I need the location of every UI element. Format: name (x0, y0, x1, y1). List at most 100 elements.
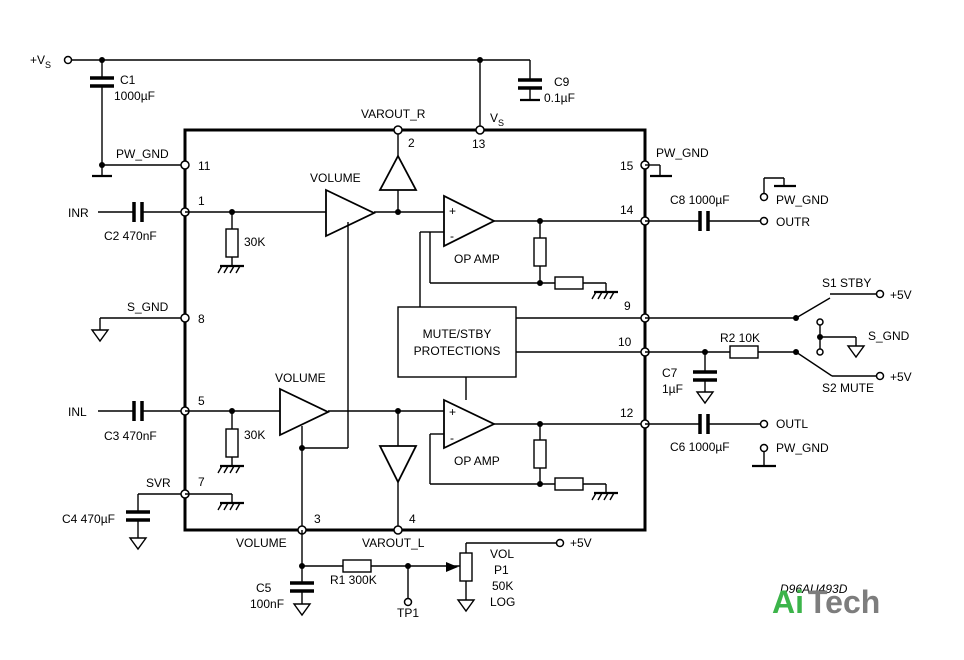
plus5v-pot-label: +5V (570, 536, 592, 550)
feedback-resistor-bottom (533, 439, 547, 469)
tp1-terminal (403, 597, 413, 607)
s1-label: S1 STBY (822, 276, 871, 290)
varout-l-label: VAROUT_L (362, 536, 425, 550)
pin-2-number: 2 (408, 136, 415, 150)
pin-1-number: 1 (198, 194, 205, 208)
s-gnd-right-label: S_GND (868, 329, 910, 343)
op-amp-plus: + (449, 405, 456, 419)
op-amp-plus: + (449, 204, 456, 218)
r30k-bottom-label: 30K (244, 428, 265, 442)
pin-5-number: 5 (198, 394, 205, 408)
potentiometer-p1 (459, 552, 473, 582)
pin-7-number: 7 (198, 475, 205, 489)
pin-11 (180, 160, 190, 170)
c9-value: 0.1µF (544, 91, 575, 105)
pin-8 (180, 313, 190, 323)
pin-2 (393, 125, 403, 135)
pw-gnd-outl-terminal (759, 443, 769, 453)
resistor-30k-top (225, 228, 239, 258)
pw-gnd-left-label: PW_GND (116, 147, 169, 161)
pin-3-number: 3 (314, 512, 321, 526)
resistor-30k-bottom (225, 428, 239, 458)
c5-value: 100nF (250, 597, 284, 611)
op-amp-top (443, 194, 497, 248)
s1-contact (816, 318, 824, 326)
op-amp-bottom-label: OP AMP (454, 454, 500, 468)
op-amp-top-label: OP AMP (454, 252, 500, 266)
c1-value: 1000µF (114, 89, 155, 103)
c2-label: C2 470nF (104, 229, 157, 243)
pin-13 (475, 125, 485, 135)
s1-switch-blade[interactable] (795, 297, 831, 319)
buffer-varout-r (378, 154, 418, 191)
wiper-arrow-icon (446, 562, 458, 572)
c6-label: C6 1000µF (670, 440, 730, 454)
c7-label: C7 (662, 366, 678, 380)
signal-ground-icon (90, 329, 110, 343)
c7-value: 1µF (662, 382, 683, 396)
pin-8-number: 8 (198, 312, 205, 326)
volume-bottom-label: VOLUME (275, 371, 326, 385)
feedback-resistor-top (533, 237, 547, 267)
outl-label: OUTL (776, 417, 808, 431)
r2-resistor (729, 345, 759, 359)
mute-label-line1: MUTE/STBY (423, 327, 492, 341)
outr-label: OUTR (776, 215, 810, 229)
plus5v-s2-label: +5V (890, 370, 912, 384)
plus5v-s2-terminal (875, 371, 885, 381)
pw-gnd-outr-label: PW_GND (776, 193, 829, 207)
signal-ground-icon (292, 603, 312, 617)
op-amp-minus: - (450, 431, 454, 445)
volume-amp-top (325, 188, 377, 238)
s-gnd-left-label: S_GND (127, 300, 169, 314)
gain-resistor-bottom (554, 477, 584, 491)
inl-label: INL (68, 405, 87, 419)
pin-11-number: 11 (198, 159, 211, 173)
r1-label: R1 300K (330, 573, 377, 587)
pot-label-1: VOL (490, 547, 514, 561)
mute-label-line2: PROTECTIONS (414, 344, 501, 358)
plus5v-pot-terminal (555, 538, 565, 548)
pin-4 (393, 525, 403, 535)
aitech-watermark-logo: Ai Tech (772, 584, 880, 620)
c3-label: C3 470nF (104, 429, 157, 443)
pw-gnd-outl-label: PW_GND (776, 441, 829, 455)
pin-4-number: 4 (409, 512, 416, 526)
volume-amp-bottom (279, 387, 331, 437)
r30k-top-label: 30K (244, 235, 265, 249)
c4-label: C4 470µF (62, 512, 115, 526)
pw-gnd-outr-terminal (759, 192, 769, 202)
watermark-part2: Tech (808, 584, 880, 620)
s2-switch-blade[interactable] (795, 351, 833, 377)
plus5v-s1-label: +5V (890, 288, 912, 302)
supply-rail: +VS C1 1000µF C9 0.1µF VS 13 (30, 53, 575, 165)
op-amp-bottom (443, 398, 497, 450)
signal-ground-icon (846, 345, 866, 359)
ic-package (183, 128, 647, 532)
pot-label-4: LOG (490, 595, 515, 609)
signal-ground-icon (695, 391, 715, 405)
svr-label: SVR (146, 476, 171, 490)
vs-pin-label: VS (490, 111, 504, 128)
volume-pin-label: VOLUME (236, 536, 287, 550)
s2-contact (816, 348, 824, 356)
buffer-varout-l (378, 445, 418, 485)
c8-label: C8 1000µF (670, 193, 730, 207)
c9-label: C9 (554, 75, 570, 89)
tp1-label: TP1 (397, 606, 419, 620)
pin-9-number: 9 (624, 299, 631, 313)
s2-label: S2 MUTE (822, 381, 874, 395)
drawing-code: D96AU493D (780, 582, 848, 596)
volume-top-label: VOLUME (310, 171, 361, 185)
c5-label: C5 (256, 581, 272, 595)
signal-ground-icon (128, 537, 148, 551)
vs-label: +VS (30, 53, 51, 70)
inr-label: INR (68, 206, 89, 220)
varout-r-label: VAROUT_R (361, 107, 426, 121)
gain-resistor-top (554, 276, 584, 290)
pin-15-number: 15 (620, 159, 634, 173)
pot-label-2: P1 (494, 563, 509, 577)
pin-10-number: 10 (618, 335, 632, 349)
r2-label: R2 10K (720, 331, 760, 345)
